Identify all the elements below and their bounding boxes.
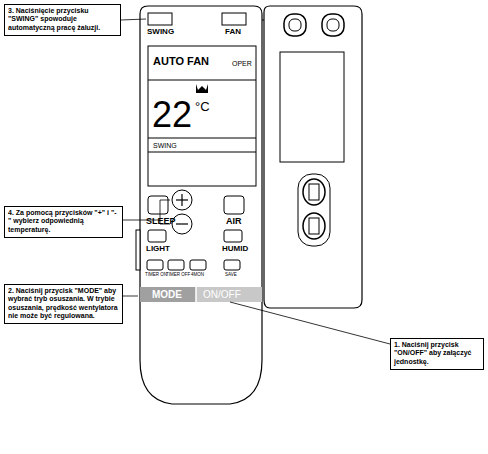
button-label: SAVE [225, 273, 237, 278]
side-clip [136, 230, 140, 270]
plus-button [172, 190, 192, 210]
lcd-divider [148, 152, 256, 153]
plus-symbol [181, 194, 182, 206]
minus-symbol [176, 223, 188, 224]
lcd-unit: °C [195, 100, 210, 113]
battery-mark [309, 218, 319, 234]
save-button [224, 260, 240, 270]
crown-icon [196, 84, 208, 93]
leader-line [121, 19, 146, 20]
humid-button [224, 230, 242, 242]
hinge [262, 20, 264, 21]
cover-latch [327, 19, 339, 31]
sleep-button [148, 196, 168, 214]
leader-bracket [160, 200, 170, 201]
leader-line [230, 302, 390, 344]
callout-box: 2. Naciśnij przycisk "MODE" aby wybrać t… [4, 284, 123, 324]
button-label: 4MON [191, 273, 204, 278]
cover-latch [322, 14, 344, 36]
lcd-divider [148, 80, 256, 81]
lcd-text: OPER [232, 60, 252, 67]
button-label: HUMID [222, 245, 248, 253]
battery-mark [303, 179, 325, 205]
timer-on-button [147, 260, 163, 270]
button-label: SLEEP [146, 217, 176, 226]
battery-mark [303, 213, 325, 239]
callout-text: 1. Naciśnij przycisk "ON/OFF" aby załącz… [394, 341, 480, 366]
cover-window [280, 52, 344, 162]
lcd-screen [148, 46, 256, 186]
button-label: FAN [225, 28, 241, 36]
timer-off-button [168, 260, 184, 270]
button-label: AIR [226, 217, 242, 226]
fan-button [222, 13, 246, 25]
callout-text: 3. Naciśnięcie przycisku "SWING" spowodu… [8, 7, 117, 32]
lcd-temperature: 22 [152, 97, 192, 133]
button-label: TIMER ON [145, 273, 167, 278]
leader-line [123, 296, 138, 297]
mode-band [140, 287, 262, 302]
4mon-button [190, 260, 206, 270]
button-label: LIGHT [146, 245, 170, 253]
mode-button [140, 287, 196, 302]
onoff-label: ON/OFF [203, 290, 241, 300]
cover [264, 6, 362, 308]
callout-box: 4. Za pomocą przycisków "+" i "-" wybier… [4, 206, 123, 238]
cover-latch [284, 14, 306, 36]
swing-button [148, 13, 172, 25]
light-button [148, 230, 166, 242]
lcd-divider [148, 138, 256, 139]
air-button [224, 196, 244, 214]
callout-text: 2. Naciśnij przycisk "MODE" aby wybrać t… [8, 287, 119, 321]
callout-text: 4. Za pomocą przycisków "+" i "-" wybier… [8, 209, 119, 234]
cover-latch [289, 19, 301, 31]
lcd-text: SWING [153, 142, 177, 149]
button-label: SWING [147, 28, 174, 36]
mode-label: MODE [152, 290, 182, 300]
battery-cover [298, 174, 330, 246]
band-divider [195, 287, 197, 302]
button-label: TIMER OFF [166, 273, 190, 278]
callout-box: 3. Naciśnięcie przycisku "SWING" spowodu… [4, 4, 121, 36]
remote-body [140, 6, 262, 404]
callout-box: 1. Naciśnij przycisk "ON/OFF" aby załącz… [390, 338, 484, 370]
lcd-text: AUTO FAN [153, 56, 209, 67]
battery-mark [309, 184, 319, 200]
